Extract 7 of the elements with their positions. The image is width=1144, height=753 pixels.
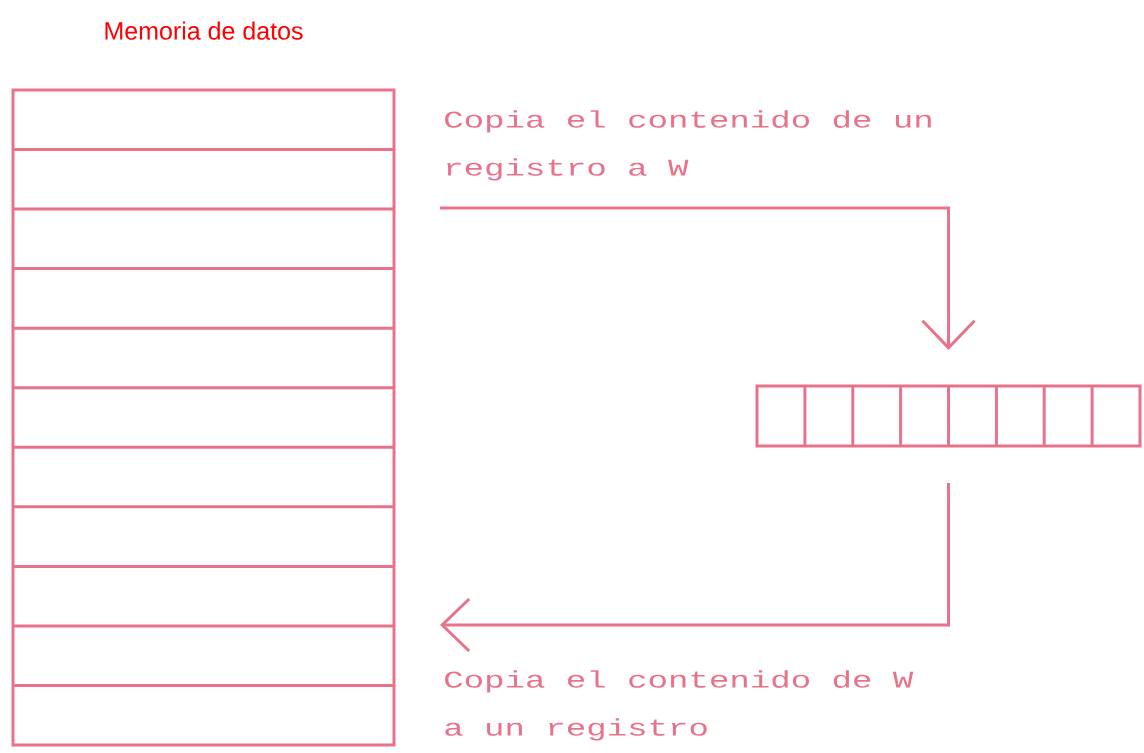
arrow xyxy=(440,483,950,653)
arrow xyxy=(440,206,976,350)
edge-label: Copia el contenido de un registro a W xyxy=(445,110,931,181)
register-box xyxy=(755,384,1142,448)
edge-label: Copia el contenido de W a un registro xyxy=(445,670,914,741)
memory-block xyxy=(11,88,396,747)
block-title: Memoria de datos xyxy=(105,21,303,40)
